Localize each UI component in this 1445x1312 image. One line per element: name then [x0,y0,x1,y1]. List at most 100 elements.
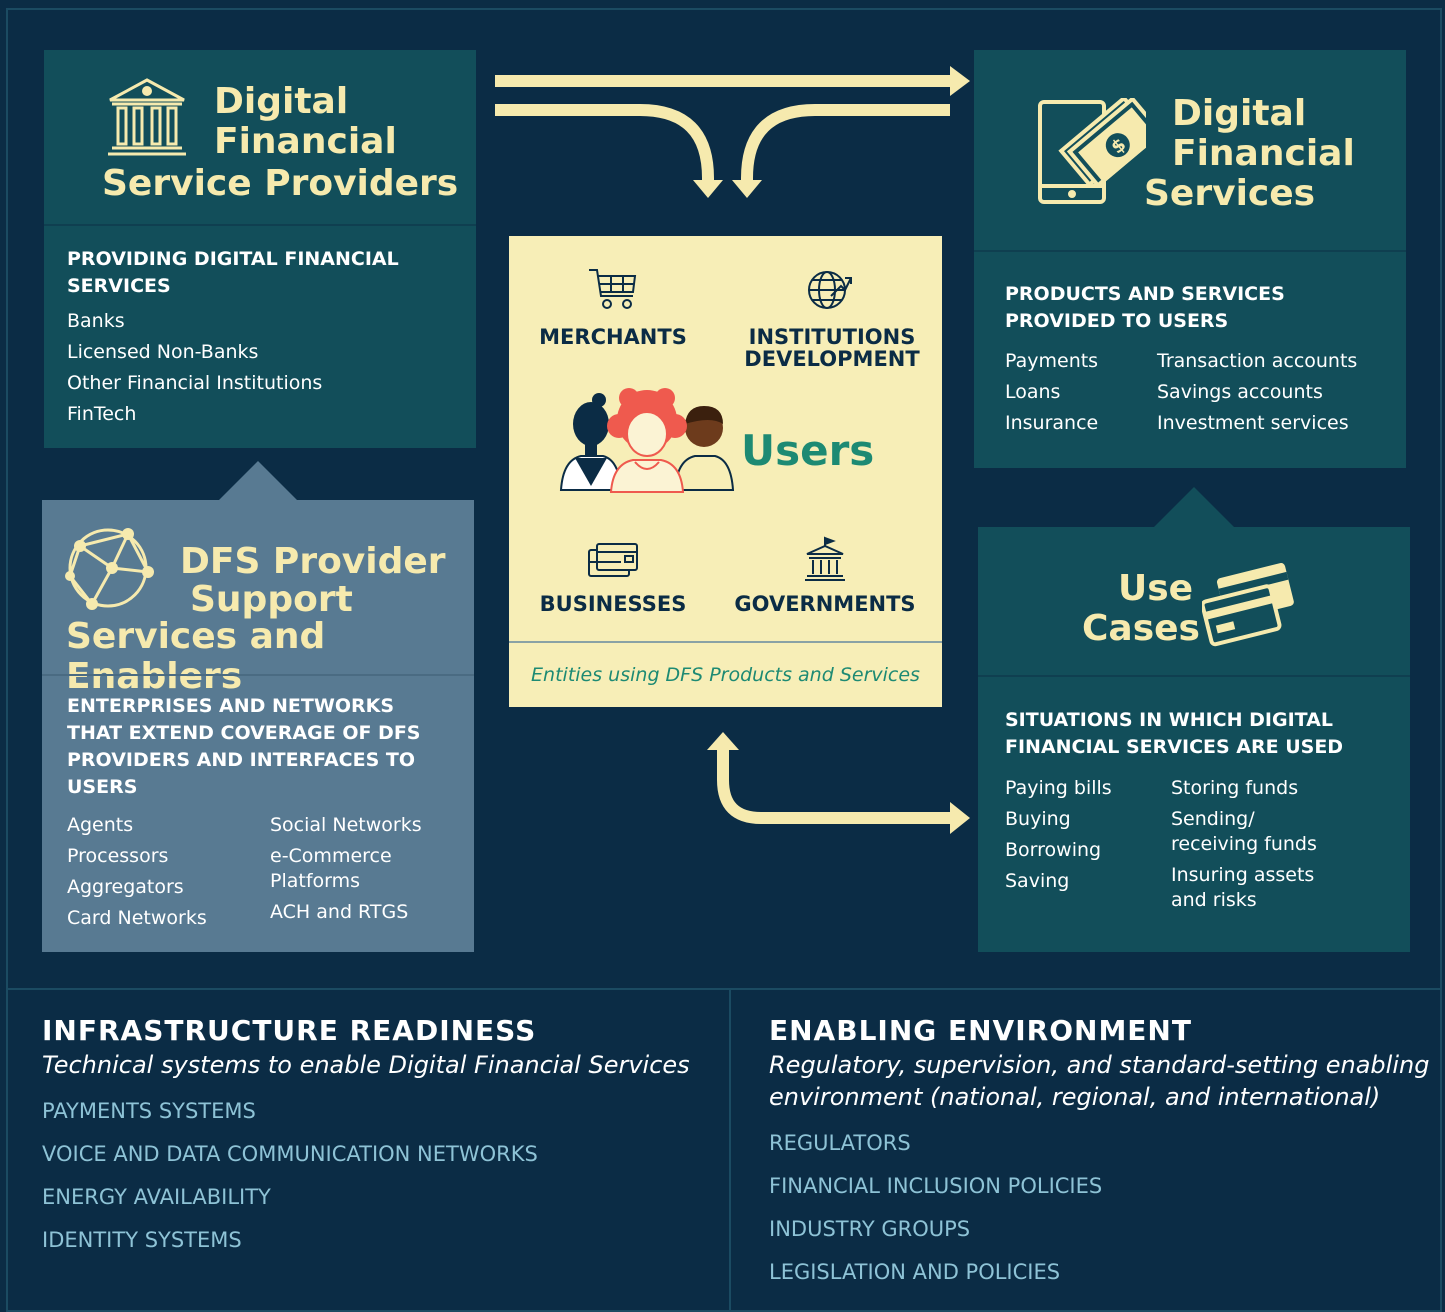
list-item: INDUSTRY GROUPS [769,1217,971,1241]
arrow-head-down-right [732,180,762,198]
diagram-frame [6,8,1442,1312]
list-item: Investment services [1157,412,1349,434]
list-item: Insuring assets and risks [1171,864,1315,911]
use-cases-title-line1: Use [1118,568,1194,609]
list-item: ENERGY AVAILABILITY [42,1185,271,1209]
list-item: Savings accounts [1157,381,1323,403]
providers-list: Banks Licensed Non-Banks Other Financial… [67,306,322,430]
arrow-head-right-top [950,66,970,96]
providers-title: Digital Financial [214,82,397,162]
list-item: PAYMENTS SYSTEMS [42,1099,256,1123]
environment-list: REGULATORS FINANCIAL INCLUSION POLICIES … [769,1131,1437,1303]
services-panel: $ Digital Financial Services PRODUCTS AN… [974,50,1406,468]
list-item: VOICE AND DATA COMMUNICATION NETWORKS [42,1142,538,1166]
list-item: LEGISLATION AND POLICIES [769,1260,1061,1284]
arrow-head-right-bottom [950,802,970,834]
providers-divider [44,224,476,226]
list-item: Saving [1005,870,1070,892]
environment-section: ENABLING ENVIRONMENT Regulatory, supervi… [769,1014,1437,1303]
list-item: FINANCIAL INCLUSION POLICIES [769,1174,1103,1198]
list-item: Agents [67,814,134,836]
list-item: Sending/ receiving funds [1171,808,1317,855]
flow-arrows [495,66,970,834]
globe-arrow-icon [807,266,853,312]
list-item: Paying bills [1005,777,1112,799]
infrastructure-subtitle: Technical systems to enable Digital Fina… [42,1051,690,1079]
arrow-head-up [707,732,739,750]
institutions-label-line1: INSTITUTIONS [748,325,916,349]
card-reader-icon [587,542,639,578]
list-item: Aggregators [67,876,184,898]
merchants-label: MERCHANTS [539,325,687,349]
list-item: Processors [67,845,169,867]
use-cases-title-line2: Cases [1082,608,1200,649]
infrastructure-section: INFRASTRUCTURE READINESS Technical syste… [42,1014,722,1271]
users-panel: MERCHANTS INSTITUTIONS DEVELOPMENT [509,236,942,707]
list-item: Licensed Non-Banks [67,341,259,363]
support-list-1: Agents Processors Aggregators Card Netwo… [67,810,207,934]
use-cases-list-1: Paying bills Buying Borrowing Saving [1005,773,1112,897]
bottom-top-border [6,988,1442,990]
institutions-label-line2: DEVELOPMENT [744,347,920,371]
list-item: REGULATORS [769,1131,911,1155]
use-cases-pointer [1154,487,1234,527]
support-pointer [218,461,298,501]
services-title-line2: Financial [1172,133,1355,174]
list-item: ACH and RTGS [270,901,409,923]
providers-title-line1: Digital [214,81,349,122]
list-item: Storing funds [1171,777,1299,799]
use-cases-divider [978,675,1410,677]
infrastructure-title: INFRASTRUCTURE READINESS [42,1014,537,1047]
providers-heading: PROVIDING DIGITAL FINANCIAL SERVICES [67,248,399,297]
credit-cards-icon [1200,563,1294,647]
institutions-label: INSTITUTIONS DEVELOPMENT [737,326,927,370]
list-item: FinTech [67,403,137,425]
list-item: Borrowing [1005,839,1102,861]
providers-title-line3: Service Providers [102,163,459,204]
list-item: Transaction accounts [1157,350,1358,372]
services-heading: PRODUCTS AND SERVICES PROVIDED TO USERS [1005,283,1285,332]
support-panel: DFS Provider Support Services and Enable… [42,500,474,952]
use-cases-list-2: Storing funds Sending/ receiving funds I… [1171,773,1346,913]
environment-subtitle: Regulatory, supervision, and standard-se… [769,1051,1430,1111]
users-caption: Entities using DFS Products and Services [531,664,920,686]
bank-icon [106,76,188,158]
infrastructure-list: PAYMENTS SYSTEMS VOICE AND DATA COMMUNIC… [42,1099,722,1271]
network-icon [64,526,154,610]
people-icon [559,386,739,498]
users-title: Users [741,426,875,475]
businesses-label: BUSINESSES [539,592,687,616]
list-item: IDENTITY SYSTEMS [42,1228,242,1252]
users-divider [509,641,942,643]
list-item: Card Networks [67,907,207,929]
support-heading: ENTERPRISES AND NETWORKS THAT EXTEND COV… [67,695,421,798]
arrow-head-down-left [693,180,723,198]
tablet-money-icon: $ [1036,95,1164,208]
services-divider [974,250,1406,252]
use-cases-panel: Use Cases SITUATIONS IN WHICH DIGITAL FI… [978,527,1410,952]
governments-label: GOVERNMENTS [734,592,916,616]
government-building-icon [805,536,845,582]
list-item: e-Commerce Platforms [270,845,392,892]
providers-title-line2: Financial [214,121,397,162]
list-item: Payments [1005,350,1099,372]
services-list-2: Transaction accounts Savings accounts In… [1157,346,1357,439]
support-title-line3: Services and Enablers [66,616,326,697]
list-item: Social Networks [270,814,422,836]
services-title-line3: Services [1144,173,1316,214]
list-item: Loans [1005,381,1061,403]
list-item: Insurance [1005,412,1099,434]
providers-panel: Digital Financial Service Providers PROV… [44,50,476,448]
cart-icon [587,266,639,312]
support-divider [42,674,474,676]
environment-title: ENABLING ENVIRONMENT [769,1014,1192,1047]
support-list-2: Social Networks e-Commerce Platforms ACH… [270,810,440,928]
support-title-line2: Support [190,579,353,620]
list-item: Buying [1005,808,1071,830]
list-item: Banks [67,310,125,332]
services-title-line1: Digital [1172,93,1307,134]
support-title-line1: DFS Provider [180,541,446,582]
bottom-center-divider [729,990,731,1312]
list-item: Other Financial Institutions [67,372,323,394]
use-cases-heading: SITUATIONS IN WHICH DIGITAL FINANCIAL SE… [1005,709,1344,758]
